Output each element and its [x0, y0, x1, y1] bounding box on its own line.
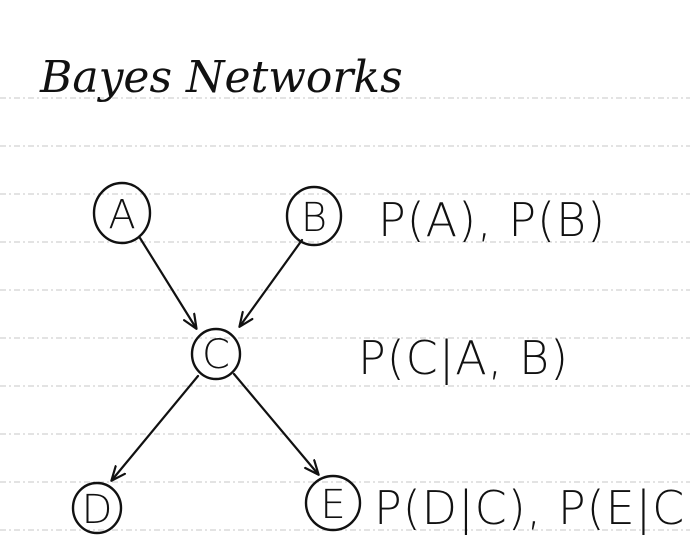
page-title: Bayes Networks	[39, 52, 403, 103]
edge-a-to-c	[138, 236, 196, 328]
leaf-conditionals-formula: P(D|C), P(E|C)	[374, 481, 690, 536]
node-c: C	[190, 327, 242, 381]
node-c-circle	[190, 327, 242, 381]
node-e-circle	[304, 474, 362, 532]
node-c-label: C	[202, 332, 230, 378]
node-b-label: B	[301, 195, 327, 241]
node-d-circle	[71, 481, 123, 535]
node-b: B	[285, 185, 343, 247]
edge-c-to-e	[232, 372, 318, 474]
node-e-label: E	[320, 482, 345, 528]
node-a-circle	[92, 181, 152, 245]
root-priors-formula: P(A), P(B)	[378, 193, 606, 247]
c-conditional-formula: P(C|A, B)	[358, 331, 569, 386]
node-a-label: A	[108, 192, 135, 238]
node-d: D	[71, 481, 123, 535]
node-b-circle	[285, 185, 343, 247]
node-e: E	[304, 474, 362, 532]
edge-c-to-d	[112, 374, 200, 480]
ruled-lines	[0, 97, 690, 531]
edges	[112, 236, 318, 480]
node-a: A	[92, 181, 152, 245]
edge-b-to-c	[240, 238, 304, 326]
node-d-label: D	[82, 487, 113, 533]
